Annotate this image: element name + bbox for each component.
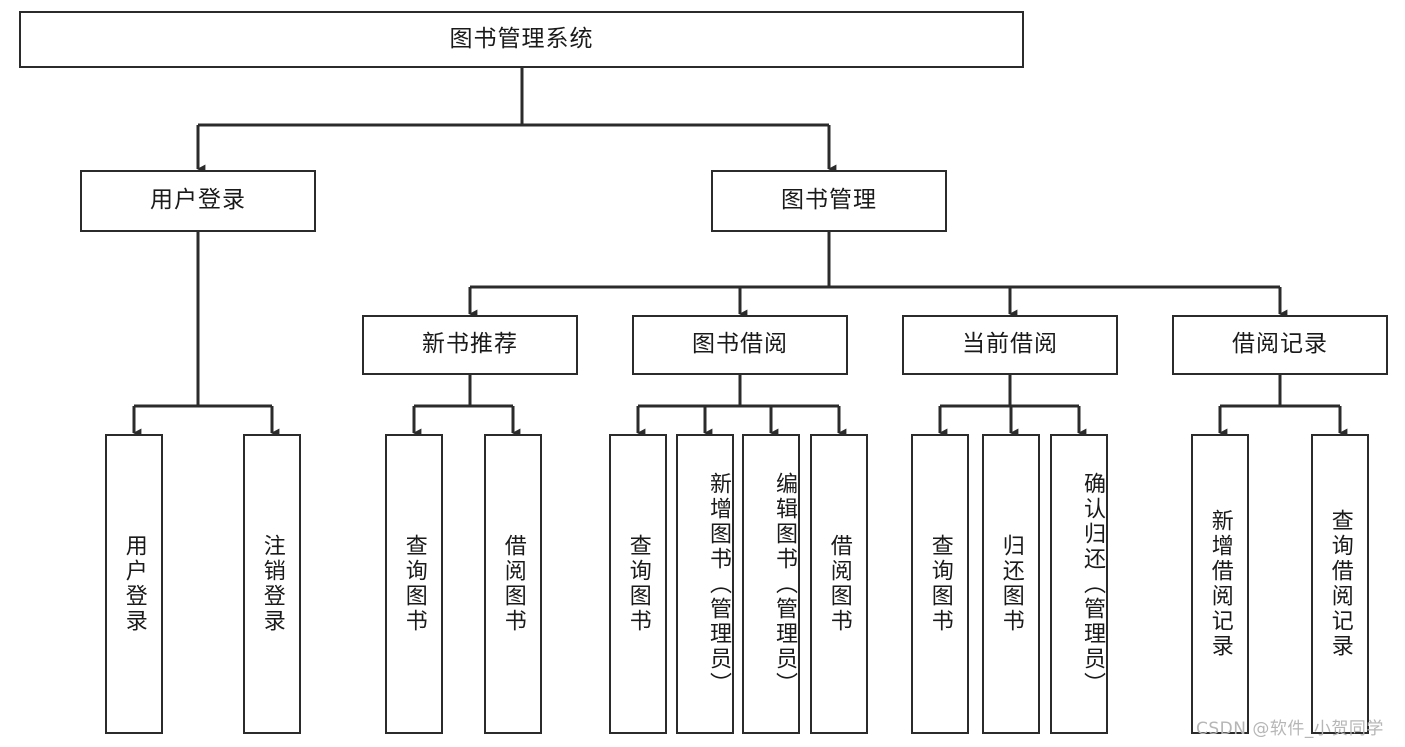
node-leaf_add_book[interactable]: 新增图书（管理员） [676,434,734,734]
node-leaf_confirm_return[interactable]: 确认归还（管理员） [1050,434,1108,734]
node-label: 归还图书 [998,534,1024,634]
node-leaf_query_book_rec[interactable]: 查询图书 [385,434,443,734]
node-root[interactable]: 图书管理系统 [19,11,1024,68]
node-label: 当前借阅 [962,331,1058,358]
node-new_book_rec[interactable]: 新书推荐 [362,315,578,375]
node-label: 新增图书（管理员） [706,471,731,697]
node-label: 查询图书 [927,534,953,634]
node-book_borrow[interactable]: 图书借阅 [632,315,848,375]
node-current_borrow[interactable]: 当前借阅 [902,315,1118,375]
node-label: 图书管理系统 [449,25,594,52]
node-user_login[interactable]: 用户登录 [80,170,316,232]
node-label: 查询图书 [625,534,651,634]
node-leaf_add_record[interactable]: 新增借阅记录 [1191,434,1249,734]
node-label: 新增借阅记录 [1207,509,1233,659]
node-label: 新书推荐 [422,331,518,358]
node-label: 用户登录 [150,187,246,214]
node-label: 查询借阅记录 [1327,509,1353,659]
node-leaf_user_login[interactable]: 用户登录 [105,434,163,734]
node-leaf_borrow_book[interactable]: 借阅图书 [810,434,868,734]
node-label: 借阅图书 [826,534,852,634]
node-borrow_record[interactable]: 借阅记录 [1172,315,1388,375]
node-leaf_query_book_borrow[interactable]: 查询图书 [609,434,667,734]
node-leaf_borrow_book_rec[interactable]: 借阅图书 [484,434,542,734]
node-label: 查询图书 [401,534,427,634]
node-label: 图书管理 [781,187,877,214]
node-leaf_edit_book[interactable]: 编辑图书（管理员） [742,434,800,734]
node-book_manage[interactable]: 图书管理 [711,170,947,232]
node-leaf_return_book[interactable]: 归还图书 [982,434,1040,734]
node-leaf_query_record[interactable]: 查询借阅记录 [1311,434,1369,734]
connector-group [132,68,1348,438]
node-label: 编辑图书（管理员） [772,471,797,697]
node-label: 确认归还（管理员） [1080,471,1105,697]
node-label: 注销登录 [259,534,285,634]
node-label: 借阅记录 [1232,331,1328,358]
node-label: 借阅图书 [500,534,526,634]
node-leaf_user_logout[interactable]: 注销登录 [243,434,301,734]
node-label: 用户登录 [121,534,147,634]
node-leaf_query_book_cur[interactable]: 查询图书 [911,434,969,734]
node-label: 图书借阅 [692,331,788,358]
